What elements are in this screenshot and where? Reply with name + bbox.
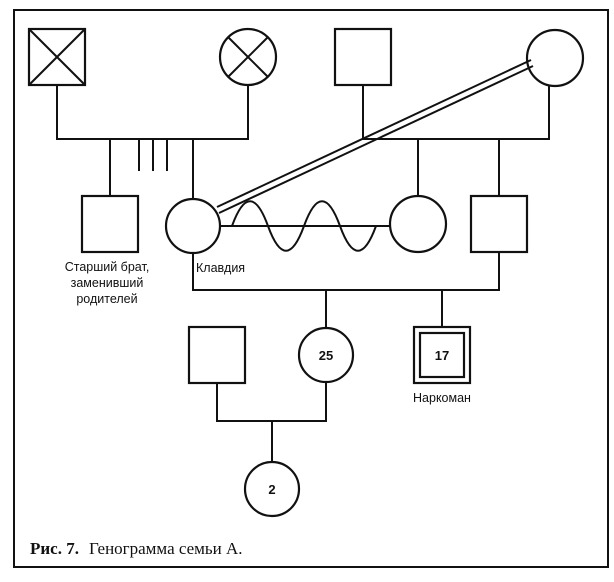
daughter-age: 25 bbox=[319, 348, 333, 363]
paternal-grandfather-deceased bbox=[27, 27, 87, 87]
son-addict bbox=[412, 325, 472, 385]
marriage-line-daughter bbox=[216, 382, 327, 422]
son-in-law bbox=[187, 325, 247, 385]
sister bbox=[388, 194, 448, 254]
klavdia bbox=[164, 197, 222, 255]
marriage-line-right bbox=[362, 85, 550, 140]
right-grandmother bbox=[525, 28, 585, 88]
son-age: 17 bbox=[435, 348, 449, 363]
elder-brother bbox=[80, 194, 140, 254]
elder-brother-label-2: заменивший bbox=[71, 276, 144, 290]
divorce-marks bbox=[138, 139, 168, 171]
figure-title: Генограмма семьи А. bbox=[89, 539, 243, 558]
paternal-grandmother-deceased bbox=[218, 27, 278, 87]
marriage-line-klavdia bbox=[192, 252, 500, 291]
right-grandfather bbox=[333, 27, 393, 87]
figure-caption: Рис. 7. Генограмма семьи А. bbox=[30, 539, 243, 558]
conflict-wave bbox=[231, 200, 377, 252]
right-son bbox=[469, 194, 529, 254]
figure-number: Рис. 7. bbox=[30, 539, 79, 558]
diagram-frame bbox=[13, 9, 609, 568]
close-relationship-line bbox=[216, 59, 534, 214]
granddaughter-age: 2 bbox=[268, 482, 275, 497]
elder-brother-label-3: родителей bbox=[76, 292, 137, 306]
addict-label: Наркоман bbox=[413, 391, 471, 405]
elder-brother-label-1: Старший брат, bbox=[65, 260, 150, 274]
marriage-line-left bbox=[56, 85, 249, 140]
granddaughter bbox=[243, 460, 301, 518]
klavdia-label: Клавдия bbox=[196, 261, 245, 275]
